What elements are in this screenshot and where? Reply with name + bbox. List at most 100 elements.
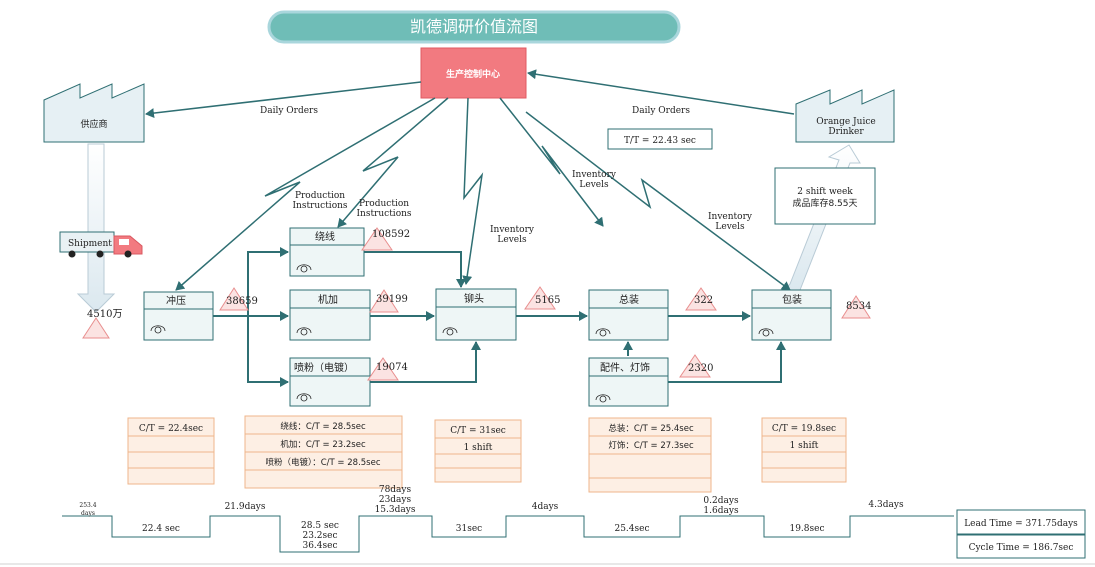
process-assembly-label: 总装	[619, 293, 639, 306]
timeline-wait-3b: 23days	[379, 495, 412, 505]
inventory-levels-2-line2: Levels	[579, 180, 609, 190]
customer-label-line1: Orange Juice	[816, 117, 875, 127]
process-machining-label: 机加	[318, 293, 338, 306]
inventory-triangle-after-packing	[841, 295, 871, 319]
timeline-process-2b: 23.2sec	[302, 531, 337, 541]
data-box-riveting: C/T = 31sec 1 shift	[434, 419, 522, 483]
process-stamping-label: 冲压	[166, 294, 186, 307]
inventory-supplier-value: 4510万	[87, 309, 122, 320]
data-box-packing-row1: C/T = 19.8sec	[772, 424, 836, 434]
operator-icon	[296, 264, 312, 273]
inventory-after-assembly-value: 322	[694, 295, 713, 306]
inventory-levels-1-line1: Inventory	[490, 225, 535, 235]
operator-icon	[150, 325, 166, 334]
timeline-wait-3a: 78days	[379, 485, 412, 495]
supplier-factory: 供应商	[43, 83, 145, 143]
timeline-process-2a: 28.5 sec	[301, 521, 339, 531]
process-spraying: 喷粉（电镀）	[289, 357, 371, 407]
customer-shipment-line1: 2 shift week	[797, 187, 853, 197]
data-box-stamping-row1: C/T = 22.4sec	[139, 424, 203, 434]
timeline-process-2c: 36.4sec	[302, 541, 337, 551]
flow-parts-to-packing	[668, 341, 786, 383]
daily-orders-from-customer-line	[527, 69, 795, 115]
inventory-triangle-after-winding	[361, 227, 393, 251]
takt-time-label: T/T = 22.43 sec	[624, 136, 696, 146]
inventory-triangle-after-machining	[369, 289, 399, 313]
process-winding: 绕线	[289, 227, 365, 277]
timeline-wait-6: 4.3days	[868, 500, 904, 510]
operator-icon	[595, 394, 611, 403]
process-stamping: 冲压	[143, 291, 214, 341]
process-spraying-label: 喷粉（电镀）	[294, 361, 354, 374]
process-riveting-label: 铆头	[464, 292, 484, 305]
inventory-after-packing-value: 8534	[846, 301, 871, 312]
inventory-levels-to-packing-line	[525, 111, 791, 291]
operator-icon	[296, 327, 312, 336]
timeline-wait-4: 4days	[532, 502, 559, 512]
process-parts-label: 配件、灯饰	[600, 361, 650, 374]
data-box-riveting-row2: 1 shift	[464, 443, 493, 453]
production-instructions-1-line2: Instructions	[292, 201, 347, 211]
inventory-triangle-after-assembly	[685, 287, 717, 311]
data-box-assembly-row2: 灯饰：C/T = 27.3sec	[608, 440, 694, 451]
operator-icon	[595, 328, 611, 337]
truck-label: Shipment	[68, 239, 112, 249]
data-box-packing-row2: 1 shift	[790, 441, 819, 451]
data-box-assembly-row1: 总装：C/T = 25.4sec	[608, 423, 694, 434]
timeline-wait-1b: days	[81, 510, 95, 517]
inventory-after-winding-value: 108592	[372, 229, 410, 240]
process-packing-label: 包装	[782, 293, 802, 306]
flow-branch-to-spraying	[247, 316, 289, 387]
customer-shipment-box: 2 shift week 成品库存8.55天	[774, 167, 876, 225]
inventory-after-riveting-value: 5165	[535, 295, 560, 306]
inventory-triangle-after-spraying	[367, 357, 399, 381]
inventory-levels-3-line1: Inventory	[708, 212, 753, 222]
production-control-box: 生产控制中心	[420, 47, 527, 99]
process-parts-lighting: 配件、灯饰	[588, 357, 669, 407]
data-box-packing: C/T = 19.8sec 1 shift	[761, 417, 847, 483]
page-title: 凯德调研价值流图	[410, 17, 538, 36]
data-box-stamping: C/T = 22.4sec	[127, 417, 215, 485]
inventory-after-stamping-value: 38659	[226, 296, 258, 307]
inventory-triangle-after-parts	[679, 354, 711, 378]
customer-factory: Orange Juice Drinker	[795, 89, 895, 143]
process-machining: 机加	[289, 289, 371, 341]
data-box-middle-row1: 绕线：C/T = 28.5sec	[280, 421, 366, 432]
operator-icon	[442, 327, 458, 336]
inventory-triangle-after-riveting	[524, 286, 556, 310]
data-box-middle: 绕线：C/T = 28.5sec 机加：C/T = 23.2sec 喷粉（电镀）…	[244, 415, 403, 489]
production-instructions-to-winding-line	[337, 97, 449, 228]
production-instructions-2-line1: Production	[359, 199, 409, 209]
timeline-wait-2: 21.9days	[225, 502, 266, 512]
timeline-wait-5b: 1.6days	[703, 506, 739, 516]
inventory-levels-1-line2: Levels	[497, 235, 527, 245]
process-packing: 包装	[751, 289, 832, 341]
title-banner: 凯德调研价值流图	[267, 10, 681, 44]
process-riveting: 铆头	[435, 288, 517, 341]
production-instructions-to-stamping-line	[175, 97, 436, 291]
lead-time-box: Lead Time = 371.75days	[956, 509, 1086, 535]
customer-label-line2: Drinker	[828, 127, 864, 137]
daily-orders-to-supplier-line	[145, 81, 422, 119]
process-winding-label: 绕线	[315, 230, 335, 243]
timeline-ladder	[62, 515, 954, 553]
operator-icon	[758, 328, 774, 337]
inventory-triangle-after-stamping	[219, 287, 249, 311]
data-box-middle-row3: 喷粉（电镀）：C/T = 28.5sec	[265, 457, 380, 468]
inventory-triangle-supplier	[82, 317, 110, 339]
production-control-label: 生产控制中心	[446, 68, 500, 80]
inventory-levels-to-assembly-line	[499, 97, 604, 227]
process-assembly: 总装	[588, 289, 669, 341]
timeline-process-4: 25.4sec	[614, 524, 649, 534]
timeline-process-5: 19.8sec	[789, 524, 824, 534]
timeline-process-3: 31sec	[456, 524, 482, 534]
inventory-after-machining-value: 39199	[376, 294, 408, 305]
inventory-levels-to-riveting-line	[462, 97, 484, 285]
timeline-wait-3c: 15.3days	[375, 505, 416, 515]
inventory-levels-2-line1: Inventory	[572, 170, 617, 180]
timeline-wait-1a: 253.4	[79, 502, 96, 509]
production-instructions-1-line1: Production	[295, 191, 345, 201]
flow-spraying-to-riveting	[370, 341, 481, 383]
inventory-after-parts-value: 2320	[688, 363, 713, 374]
